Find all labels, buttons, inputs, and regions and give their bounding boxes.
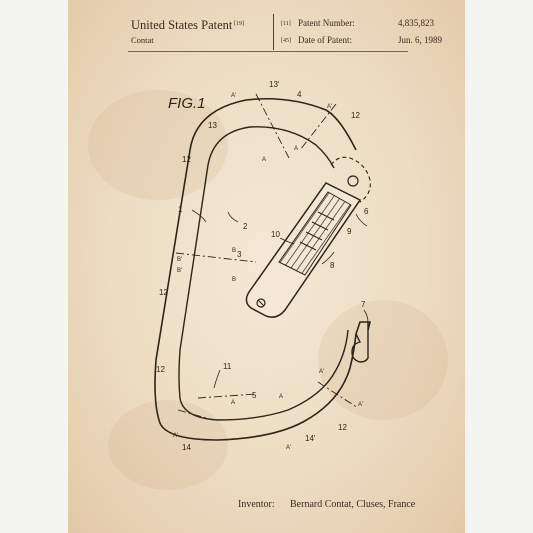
ref-12-low-right: 12 [338, 423, 347, 432]
patent-number-label: Patent Number: [298, 18, 355, 28]
patent-author: Contat [131, 35, 154, 45]
leader-1 [191, 209, 207, 223]
ref-2: 2 [243, 222, 248, 231]
section-mark-a-prime-6: A' [286, 445, 291, 451]
patent-date: Jun. 6, 1989 [398, 35, 443, 45]
patent-number: 4,835,823 [398, 18, 434, 28]
section-mark-a-prime-2: A' [327, 104, 332, 110]
gate-rivet [256, 298, 266, 308]
ref-8: 8 [330, 261, 335, 270]
ref-4: 4 [297, 90, 302, 99]
section-mark-b-1: B [232, 277, 236, 283]
ref-14-prime: 14' [305, 434, 316, 443]
ref-12-mid-left: 12 [159, 288, 168, 297]
paper-stain [88, 90, 228, 200]
hinge-dashed [330, 156, 371, 203]
carabiner-outer-outline [154, 97, 372, 441]
gate-nose [351, 322, 369, 363]
hinge-pin [347, 175, 359, 187]
leader-2 [227, 211, 239, 223]
section-mark-b-prime-2: B' [177, 257, 182, 263]
leader-11 [213, 369, 221, 389]
section-lines [175, 93, 359, 421]
ref-10: 10 [271, 230, 280, 239]
leader-lines [191, 209, 369, 389]
figure-label: FIG.1 [168, 95, 206, 112]
gate-assembly [245, 182, 362, 318]
patent-sheet: United States Patent [19] Contat [11] Pa… [68, 0, 465, 533]
section-mark-a-prime-5: A' [173, 433, 178, 439]
section-mark-a-prime-4: A' [358, 402, 363, 408]
gate-hatching [278, 191, 352, 276]
date-label: Date of Patent: [298, 35, 352, 45]
section-mark-a-3: A [231, 400, 235, 406]
paper-stain [108, 400, 228, 490]
leader-6 [355, 213, 368, 227]
section-mark-a-4: A [279, 394, 283, 400]
section-line-a-bottom [197, 393, 257, 399]
inventor-label: Inventor: [238, 499, 275, 510]
ref-6: 6 [364, 207, 369, 216]
ref-9: 9 [347, 227, 352, 236]
section-mark-a-2: A [294, 146, 298, 152]
ref-13-prime: 13' [269, 80, 280, 89]
title-ref: [19] [234, 21, 244, 27]
ref-13: 13 [208, 121, 217, 130]
header-rule [128, 51, 408, 52]
inventor-name: Bernard Contat, Cluses, France [290, 499, 416, 510]
section-line-a-top [255, 93, 291, 161]
leader-7 [363, 309, 369, 323]
paper-stain [318, 300, 448, 420]
gate-rivet-slot [257, 299, 265, 307]
ref-5: 5 [252, 391, 257, 400]
section-mark-a-1: A [262, 157, 266, 163]
section-mark-b-2: B [232, 248, 236, 254]
ref-1: 1 [178, 205, 183, 214]
section-line-a-right-low [317, 381, 359, 409]
number-ref: [11] [281, 21, 291, 27]
patent-title: United States Patent [131, 18, 233, 32]
leader-10 [279, 237, 295, 245]
carabiner-drawing: FIG.1 13' 4 13 12 12 1 2 10 6 9 3 8 12 7… [154, 80, 372, 452]
ref-3: 3 [237, 250, 242, 259]
ref-7: 7 [361, 300, 366, 309]
section-line-b [175, 252, 257, 263]
section-line-a-right [299, 103, 337, 151]
ref-11: 11 [223, 362, 232, 371]
header-divider [273, 14, 274, 50]
gate-spring [299, 211, 335, 251]
leader-8 [321, 251, 335, 265]
section-mark-a-prime-3: A' [319, 369, 324, 375]
section-line-a-left-low [177, 409, 214, 421]
ref-14: 14 [182, 443, 191, 452]
section-mark-b-prime-1: B' [177, 268, 182, 274]
date-ref: [45] [281, 38, 291, 44]
section-mark-a-prime-1: A' [231, 93, 236, 99]
ref-12-upper-left: 12 [182, 155, 191, 164]
ref-12-top-right: 12 [351, 111, 360, 120]
ref-12-low-left: 12 [156, 365, 165, 374]
